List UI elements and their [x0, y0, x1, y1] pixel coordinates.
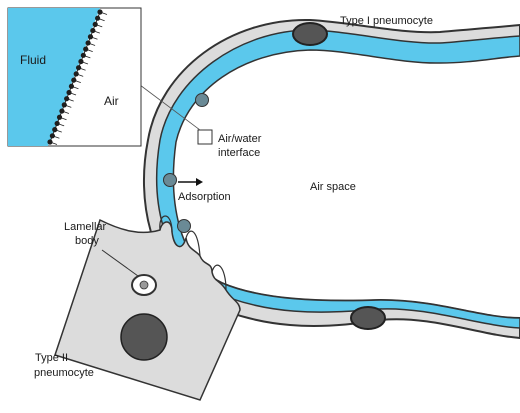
- surfactant-granule: [195, 93, 209, 107]
- label-air-space: Air space: [310, 181, 356, 193]
- surfactant-head: [56, 114, 63, 120]
- inset-surfactant-layer: [47, 9, 108, 145]
- surfactant-head: [78, 58, 84, 65]
- type2-nucleus: [120, 313, 168, 361]
- surfactant-head: [85, 40, 91, 46]
- label-fluid: Fluid: [20, 53, 46, 67]
- surfactant-head: [87, 34, 94, 40]
- surfactant-head: [73, 71, 79, 77]
- label-air-water-1: Air/water: [218, 133, 262, 145]
- interface-marker-box: [197, 129, 213, 145]
- label-air: Air: [104, 94, 119, 108]
- surfactant-head: [71, 77, 77, 83]
- adsorption-arrow-head: [196, 178, 203, 186]
- inset-fluid-region: [8, 8, 100, 146]
- surfactant-head: [83, 46, 89, 52]
- surfactant-head: [97, 9, 103, 15]
- callout-line-inset: [139, 84, 201, 131]
- label-lamellar-1: Lamellar: [64, 221, 107, 233]
- type1-nucleus-top: [292, 22, 328, 46]
- surfactant-head: [47, 139, 53, 145]
- type2-microvilli: [159, 215, 227, 291]
- type1-nucleus-bottom: [350, 306, 386, 330]
- surfactant-head: [49, 133, 55, 139]
- surfactant-head: [68, 83, 75, 89]
- label-air-water-2: interface: [218, 147, 260, 159]
- lamellar-leader: [101, 249, 139, 277]
- surfactant-head: [75, 65, 82, 71]
- surfactant-head: [92, 21, 98, 27]
- surfactant-head: [66, 89, 72, 96]
- surfactant-head: [61, 102, 67, 108]
- label-lamellar-2: body: [75, 235, 99, 247]
- surfactant-head: [59, 108, 65, 114]
- inset-interface-line: [49, 11, 101, 143]
- surfactant-head: [64, 96, 70, 102]
- surfactant-granule: [163, 173, 177, 187]
- label-adsorption: Adsorption: [178, 191, 231, 203]
- label-type2-1: Type II: [35, 352, 68, 364]
- surfactant-head: [52, 127, 58, 133]
- surfactant-head: [90, 27, 96, 34]
- surfactant-granule: [177, 219, 191, 233]
- fluid-lining: [155, 29, 520, 329]
- surfactant-head: [54, 120, 60, 127]
- label-type1: Type I pneumocyte: [340, 15, 433, 27]
- surfactant-head: [95, 15, 101, 21]
- lamellar-body-core: [139, 280, 149, 290]
- surfactant-head: [80, 52, 86, 58]
- label-type2-2: pneumocyte: [34, 367, 94, 379]
